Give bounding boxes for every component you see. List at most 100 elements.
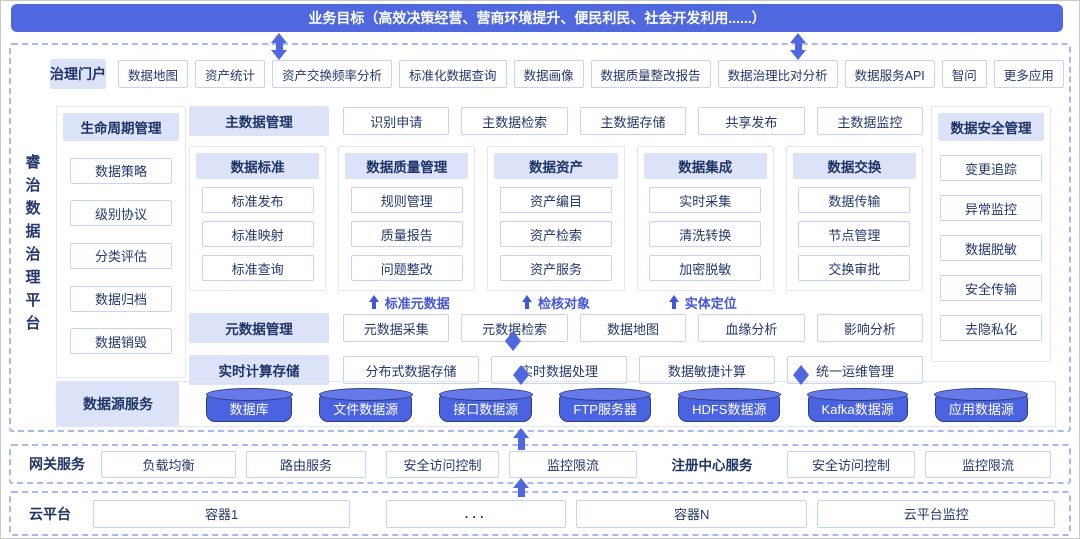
cloud-panel: 云平台 容器1 ... 容器N 云平台监控	[9, 491, 1071, 536]
lifecycle-group: 生命周期管理 数据策略 级别协议 分类评估 数据归档 数据销毁	[56, 106, 186, 378]
module-data-asset: 数据资产 资产编目 资产检索 资产服务	[487, 146, 625, 291]
realtime-item-stream-processing[interactable]: 实时数据处理	[491, 356, 627, 384]
module-item-data-transfer[interactable]: 数据传输	[798, 187, 911, 213]
lifecycle-item-data-destroy[interactable]: 数据销毁	[70, 328, 172, 355]
arrow-label-entity-locate: 实体定位	[629, 293, 776, 312]
lifecycle-item-classify-evaluate[interactable]: 分类评估	[70, 242, 172, 269]
realtime-title: 实时计算存储	[189, 355, 329, 385]
lifecycle-list: 数据策略 级别协议 分类评估 数据归档 数据销毁	[63, 141, 179, 371]
portal-row: 治理门户 数据地图 资产统计 资产交换频率分析 标准化数据查询 数据画像 数据质…	[50, 59, 1064, 89]
portal-app-asset-stats[interactable]: 资产统计	[195, 60, 266, 88]
gateway-panel: 网关服务 负载均衡 路由服务 安全访问控制 监控限流 注册中心服务 安全访问控制…	[9, 444, 1071, 484]
security-item-deprivacy[interactable]: 去隐私化	[940, 315, 1042, 341]
registry-item-rate-limit[interactable]: 监控限流	[925, 450, 1051, 478]
gateway-item-secure-access[interactable]: 安全访问控制	[386, 450, 499, 478]
module-item-standard-mapping[interactable]: 标准映射	[201, 221, 314, 247]
kafka-datasource-cylinder-icon: Kafka数据源	[807, 388, 909, 422]
master-data-item-identify-apply[interactable]: 识别申请	[343, 107, 450, 135]
module-data-exchange: 数据交换 数据传输 节点管理 交换审批	[785, 146, 924, 291]
datasource-row: 数据源服务 数据库 文件数据源 接口数据源 FTP服务器 HDFS数据源 Kaf…	[56, 381, 1056, 427]
module-item-exchange-approve[interactable]: 交换审批	[798, 255, 911, 281]
up-arrow-icon	[521, 295, 532, 309]
flow-arrow-realtime-right	[793, 365, 809, 385]
metadata-item-collect[interactable]: 元数据采集	[343, 314, 450, 342]
module-item-asset-catalog[interactable]: 资产编目	[500, 187, 612, 213]
arrow-label-row: 标准元数据 检核对象 实体定位	[189, 291, 923, 313]
module-item-rule-manage[interactable]: 规则管理	[350, 187, 463, 213]
module-item-node-manage[interactable]: 节点管理	[798, 221, 911, 247]
portal-app-quality-report[interactable]: 数据质量整改报告	[590, 60, 711, 88]
app-datasource-cylinder-icon: 应用数据源	[934, 388, 1029, 422]
portal-app-more[interactable]: 更多应用	[993, 60, 1064, 88]
gateway-title: 网关服务	[29, 456, 85, 472]
portal-app-standard-query[interactable]: 标准化数据查询	[399, 60, 507, 88]
lifecycle-item-data-archive[interactable]: 数据归档	[70, 285, 172, 312]
lifecycle-item-level-agreement[interactable]: 级别协议	[70, 200, 172, 227]
datasource-label: Kafka数据源	[821, 401, 894, 417]
metadata-item-impact[interactable]: 影响分析	[816, 314, 924, 342]
arrow-label-text: 实体定位	[684, 295, 737, 311]
datasource-label: 应用数据源	[948, 401, 1014, 417]
datasource-label: 接口数据源	[453, 401, 519, 417]
metadata-item-data-map[interactable]: 数据地图	[579, 314, 687, 342]
metadata-item-lineage[interactable]: 血缘分析	[698, 314, 805, 342]
flow-arrow-realtime-left	[513, 365, 529, 385]
module-item-issue-rectify[interactable]: 问题整改	[350, 255, 463, 281]
module-item-standard-query[interactable]: 标准查询	[201, 255, 314, 281]
security-item-anomaly-monitor[interactable]: 异常监控	[940, 195, 1042, 221]
realtime-item-unified-ops[interactable]: 统一运维管理	[787, 356, 923, 384]
portal-app-smart-qa[interactable]: 智问	[941, 60, 987, 88]
module-item-clean-transform[interactable]: 清洗转换	[649, 221, 762, 247]
portal-app-exchange-frequency[interactable]: 资产交换频率分析	[272, 60, 393, 88]
flow-arrow-gateway	[513, 428, 529, 450]
module-item-encrypt-mask[interactable]: 加密脱敏	[649, 255, 762, 281]
gateway-item-rate-limit[interactable]: 监控限流	[509, 450, 637, 478]
master-data-item-search[interactable]: 主数据检索	[461, 107, 568, 135]
gateway-item-load-balance[interactable]: 负载均衡	[101, 450, 236, 478]
module-data-quality-title: 数据质量管理	[345, 153, 469, 179]
business-goal-banner: 业务目标（高效决策经营、营商环境提升、便民利民、社会开发利用......）	[11, 4, 1063, 32]
datasource-area: 数据库 文件数据源 接口数据源 FTP服务器 HDFS数据源 Kafka数据源 …	[179, 382, 1055, 426]
cloud-item-container-n[interactable]: 容器N	[575, 499, 808, 528]
master-data-item-storage[interactable]: 主数据存储	[579, 107, 687, 135]
security-item-secure-transfer[interactable]: 安全传输	[940, 275, 1042, 301]
registry-center-title: 注册中心服务	[671, 458, 753, 473]
security-item-data-masking[interactable]: 数据脱敏	[940, 235, 1042, 261]
cloud-item-platform-monitor[interactable]: 云平台监控	[817, 499, 1055, 528]
lifecycle-item-data-strategy[interactable]: 数据策略	[70, 157, 172, 184]
main-platform-panel: 睿治数据治理平台 治理门户 数据地图 资产统计 资产交换频率分析 标准化数据查询…	[9, 43, 1071, 432]
datasource-label: HDFS数据源	[692, 401, 767, 417]
datasource-title: 数据源服务	[57, 382, 179, 426]
module-item-realtime-collect[interactable]: 实时采集	[649, 187, 762, 213]
arrow-label-text: 检核对象	[537, 295, 590, 311]
registry-item-secure-access[interactable]: 安全访问控制	[787, 450, 915, 478]
api-datasource-cylinder-icon: 接口数据源	[438, 388, 533, 422]
realtime-item-agile-compute[interactable]: 数据敏捷计算	[639, 356, 775, 384]
portal-app-governance-compare[interactable]: 数据治理比对分析	[717, 60, 838, 88]
realtime-item-distributed-storage[interactable]: 分布式数据存储	[343, 356, 479, 384]
up-arrow-icon	[668, 295, 679, 309]
module-data-asset-title: 数据资产	[494, 153, 618, 179]
module-item-asset-search[interactable]: 资产检索	[500, 221, 612, 247]
master-data-item-monitor[interactable]: 主数据监控	[816, 107, 924, 135]
hdfs-datasource-cylinder-icon: HDFS数据源	[677, 388, 782, 422]
module-item-asset-service[interactable]: 资产服务	[500, 255, 612, 281]
master-data-item-share-publish[interactable]: 共享发布	[698, 107, 805, 135]
module-item-standard-publish[interactable]: 标准发布	[201, 187, 314, 213]
arrow-label-check-object: 检核对象	[483, 293, 630, 312]
portal-app-data-map[interactable]: 数据地图	[118, 60, 189, 88]
portal-app-data-service-api[interactable]: 数据服务API	[844, 60, 935, 88]
gateway-item-routing[interactable]: 路由服务	[246, 450, 366, 478]
flow-arrow-cloud	[513, 478, 529, 497]
module-item-quality-report[interactable]: 质量报告	[350, 221, 463, 247]
lifecycle-title: 生命周期管理	[63, 113, 179, 141]
security-item-change-tracking[interactable]: 变更追踪	[940, 155, 1042, 181]
portal-app-data-profile[interactable]: 数据画像	[513, 60, 584, 88]
ftp-server-cylinder-icon: FTP服务器	[558, 388, 652, 422]
cloud-item-container-1[interactable]: 容器1	[92, 499, 351, 528]
platform-vertical-title: 睿治数据治理平台	[25, 154, 41, 332]
flow-arrow-banner-left	[271, 33, 287, 60]
metadata-title: 元数据管理	[189, 313, 329, 343]
module-data-standard-title: 数据标准	[196, 153, 320, 179]
